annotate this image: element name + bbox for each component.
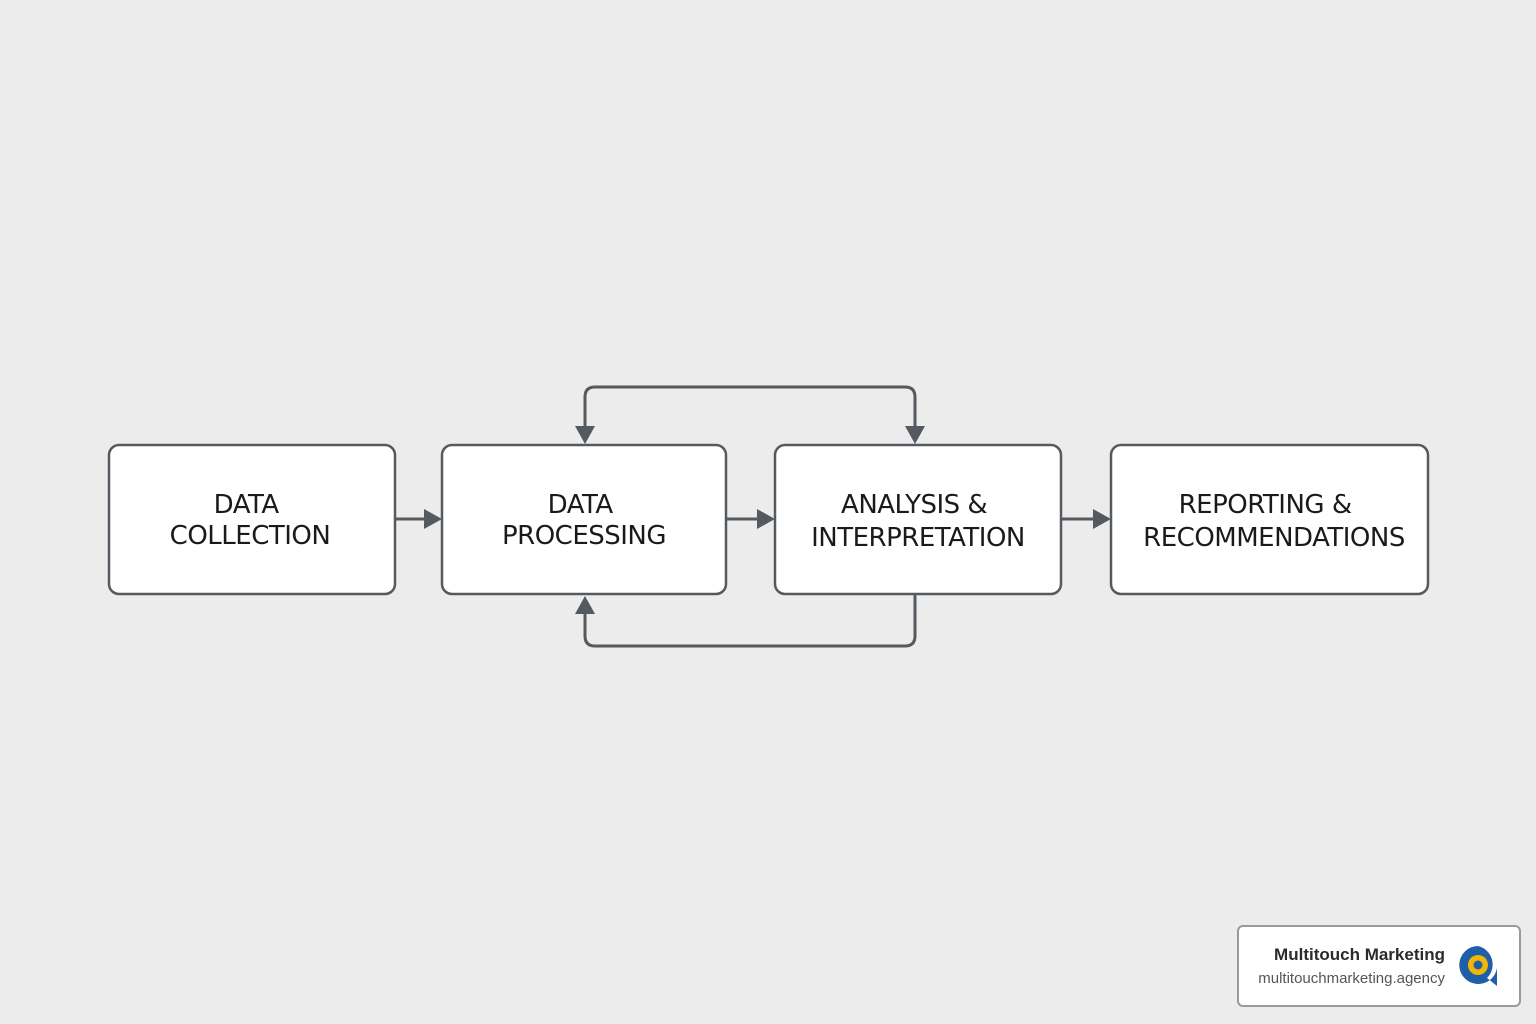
svg-text:DATA COLLECTION: DATA COLLECTION [170, 490, 331, 551]
node-analysis-interpretation: ANALYSIS & INTERPRETATION [773, 443, 1063, 596]
arrowhead-bottom-into-processing [575, 596, 595, 614]
feedback-loop-top [583, 385, 917, 432]
multitouch-logo-icon [1459, 946, 1497, 986]
node-data-collection: DATA COLLECTION [107, 443, 397, 596]
node-analysis-interpretation-line-2: INTERPRETATION [811, 523, 1025, 553]
node-data-collection-line-1: DATA [214, 490, 280, 520]
node-reporting-recommendations-line-2: RECOMMENDATIONS [1143, 523, 1405, 553]
node-data-processing-line-2: PROCESSING [502, 521, 666, 551]
arrowhead-into-processing [424, 509, 442, 529]
brand-url: multitouchmarketing.agency [1258, 970, 1445, 987]
node-data-processing: DATA PROCESSING [440, 443, 728, 596]
svg-text:REPORTING & RECOMMENDA: REPORTING & RECOMMENDATIONS [1143, 490, 1405, 553]
node-reporting-recommendations: REPORTING & RECOMMENDATIONS [1109, 443, 1430, 596]
node-data-collection-line-2: COLLECTION [170, 521, 331, 551]
node-data-processing-line-1: DATA [548, 490, 614, 520]
arrowhead-top-into-processing [575, 426, 595, 444]
brand-badge: Multitouch Marketing multitouchmarketing… [1237, 925, 1521, 1007]
node-reporting-recommendations-line-1: REPORTING & [1179, 490, 1352, 520]
feedback-loop-bottom [583, 594, 917, 648]
node-analysis-interpretation-line-1: ANALYSIS & [841, 490, 987, 520]
arrowhead-top-into-analysis [905, 426, 925, 444]
arrowhead-into-reporting [1093, 509, 1111, 529]
arrowhead-into-analysis [757, 509, 775, 529]
svg-text:DATA PROCESSING: DATA PROCESSING [502, 490, 666, 551]
brand-name: Multitouch Marketing [1274, 945, 1445, 964]
svg-text:ANALYSIS & INTERPRETAT: ANALYSIS & INTERPRETATION [811, 490, 1025, 553]
